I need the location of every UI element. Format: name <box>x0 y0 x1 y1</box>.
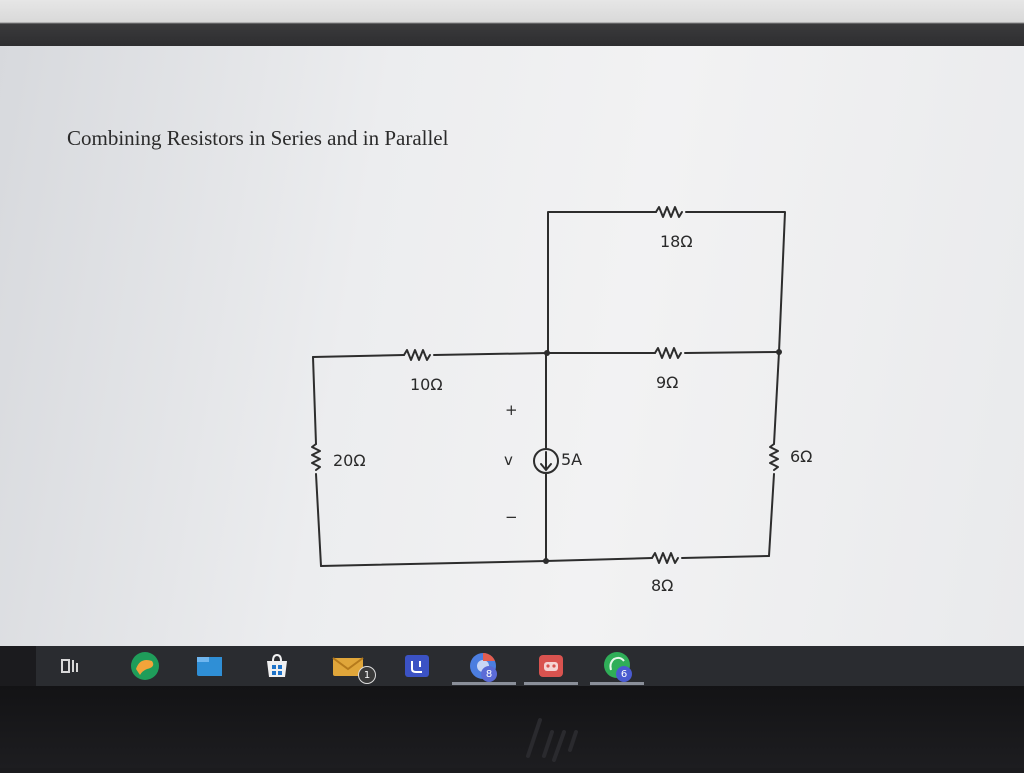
resistor-8-symbol <box>651 552 679 564</box>
label-plus: + <box>505 401 518 419</box>
mail-icon[interactable] <box>332 654 364 678</box>
screen: Combining Resistors in Series and in Par… <box>0 46 1024 646</box>
whatsapp-badge: 6 <box>616 666 632 682</box>
node-top-center <box>544 350 550 356</box>
label-9-ohm: 9Ω <box>656 373 679 392</box>
task-view-icon[interactable] <box>58 654 84 678</box>
page-title: Combining Resistors in Series and in Par… <box>67 126 449 150</box>
wire-right-top <box>773 351 780 445</box>
taskbar: 1 8 6 <box>36 646 1024 686</box>
wire-mid-right <box>684 351 780 354</box>
mail-badge: 1 <box>358 666 376 684</box>
wire-left-bottom <box>315 473 322 567</box>
resistor-10-symbol <box>403 349 431 361</box>
file-explorer-icon[interactable] <box>196 654 222 678</box>
current-arrow <box>540 451 552 472</box>
label-10-ohm: 10Ω <box>410 375 443 394</box>
resistor-18-symbol <box>655 206 683 218</box>
wire-top-right <box>685 211 786 353</box>
wire-top-left <box>547 211 657 353</box>
app-indicator-whatsapp <box>590 682 644 685</box>
teams-icon[interactable] <box>404 654 430 678</box>
discord-icon[interactable] <box>538 654 564 678</box>
wire-mid-left <box>312 354 405 358</box>
microsoft-store-icon[interactable] <box>264 653 290 678</box>
label-20-ohm: 20Ω <box>333 451 366 470</box>
wire-bottom-right <box>681 555 770 559</box>
label-6-ohm: 6Ω <box>790 447 813 466</box>
label-source-5a: 5A <box>561 450 583 469</box>
wire-bottom-left <box>320 557 653 567</box>
hp-logo <box>522 712 582 773</box>
current-source-symbol <box>533 448 559 474</box>
resistor-20-symbol <box>311 443 321 471</box>
monitor-top-bezel <box>0 0 1024 46</box>
node-top-right <box>776 349 782 355</box>
app-indicator-discord <box>524 682 578 685</box>
active-app-indicator <box>452 682 516 685</box>
wire-left-top <box>312 356 317 445</box>
label-voltage-v: v <box>504 451 513 469</box>
wire-right-bottom <box>768 473 775 557</box>
label-minus: − <box>505 508 518 526</box>
resistor-6-symbol <box>769 443 779 471</box>
chrome-badge: 8 <box>481 666 497 682</box>
edge-browser-icon[interactable] <box>130 651 160 681</box>
node-bottom-center <box>543 558 549 564</box>
monitor-bottom-bezel <box>0 686 1024 768</box>
label-8-ohm: 8Ω <box>651 576 674 595</box>
label-18-ohm: 18Ω <box>660 232 693 251</box>
resistor-9-symbol <box>654 347 682 359</box>
